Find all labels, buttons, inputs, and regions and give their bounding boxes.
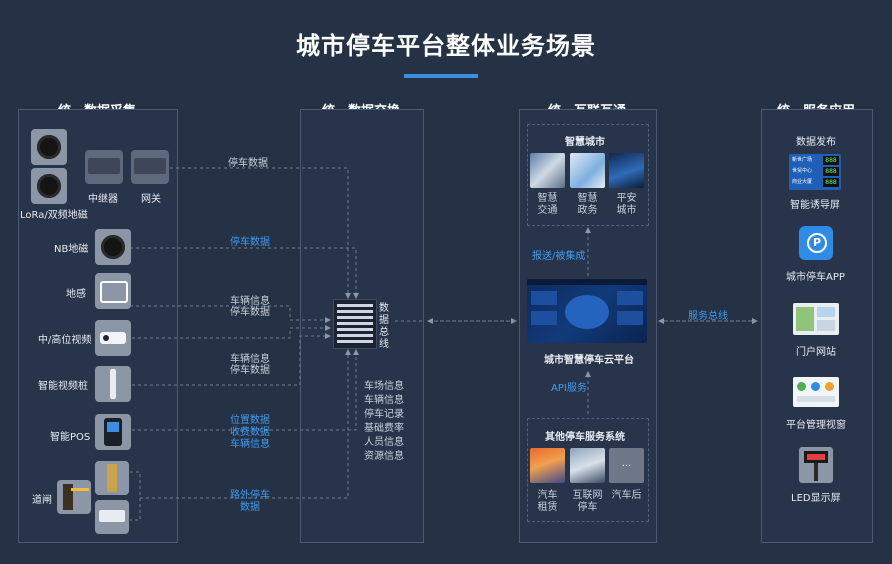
exchange-item: 停车记录 — [364, 409, 404, 420]
management-window-icon — [793, 377, 839, 407]
page-title: 城市停车平台整体业务场景 — [296, 32, 596, 60]
smart-traffic-image — [530, 153, 565, 188]
ground-label: 地感 — [66, 289, 86, 300]
bus-char-2: 据 — [379, 315, 389, 326]
parking-app-label: 城市停车APP — [786, 272, 845, 283]
flow-label-6a: 路外停车 — [230, 490, 270, 501]
smart-city-title: 智慧城市 — [565, 137, 605, 148]
flow-label-4a: 车辆信息 — [230, 354, 270, 365]
pos-label: 智能POS — [50, 432, 91, 443]
other-item-l1: 汽车后 — [611, 490, 642, 501]
smart-city-item-l2: 城市 — [616, 205, 637, 216]
flow-label-6b: 数据 — [240, 502, 260, 513]
parking-app-icon: P — [799, 226, 833, 260]
pos-terminal-icon — [95, 414, 131, 450]
api-label: API服务 — [551, 383, 587, 394]
smart-city-item-l1: 平安 — [616, 193, 637, 204]
led-display-label: LED显示屏 — [791, 493, 841, 504]
exchange-item: 基础费率 — [364, 423, 404, 434]
camera-icon — [95, 320, 131, 356]
exchange-item: 人员信息 — [364, 437, 404, 448]
car-rental-image — [530, 448, 565, 483]
internet-parking-image — [570, 448, 605, 483]
bus-char-1: 数 — [379, 303, 389, 314]
cloud-platform-screen — [527, 279, 647, 343]
portal-website-icon — [793, 303, 839, 335]
guide-screen-icon: 新世广场 888 世贸中心 888 商业大厦 888 — [789, 154, 841, 190]
safe-city-image — [609, 153, 644, 188]
report-label: 报送/被集成 — [532, 251, 586, 262]
more-systems-placeholder: ... — [609, 448, 644, 483]
flow-label-1: 停车数据 — [228, 158, 268, 169]
bus-char-4: 线 — [379, 339, 389, 350]
video-pile-icon — [95, 366, 131, 402]
flow-label-3a: 车辆信息 — [230, 296, 270, 307]
other-systems-box — [527, 418, 649, 522]
gate-label: 道闸 — [32, 495, 52, 506]
exchange-item: 资源信息 — [364, 451, 404, 462]
smart-city-item-l1: 智慧 — [537, 193, 558, 204]
barrier-gate-icon — [57, 480, 91, 514]
flow-label-3b: 停车数据 — [230, 307, 270, 318]
other-item-l2: 停车 — [577, 502, 598, 513]
ground-sensor-icon — [95, 273, 131, 309]
bus-char-3: 总 — [379, 327, 389, 338]
pile-label: 智能视频桩 — [38, 381, 88, 392]
other-item-l2: 租赁 — [537, 502, 558, 513]
portal-website-label: 门户网站 — [796, 347, 836, 358]
nb-magnet-sensor-icon — [95, 229, 131, 265]
exchange-item: 车场信息 — [364, 381, 404, 392]
guide-screen-label: 智能诱导屏 — [790, 200, 840, 211]
smart-city-item-l2: 政务 — [577, 205, 598, 216]
gateway-device-icon — [131, 150, 169, 184]
lora-label: LoRa/双频地磁 — [20, 210, 88, 221]
flow-label-5c: 车辆信息 — [230, 439, 270, 450]
smart-city-item-l2: 交通 — [537, 205, 558, 216]
server-rack-icon — [333, 299, 377, 349]
gate-column-icon — [95, 461, 129, 495]
management-window-label: 平台管理视窗 — [786, 420, 846, 431]
flow-label-5b: 收费数据 — [230, 427, 270, 438]
publish-label: 数据发布 — [796, 137, 836, 148]
flow-label-5a: 位置数据 — [230, 415, 270, 426]
smart-government-image — [570, 153, 605, 188]
nb-label: NB地磁 — [54, 244, 89, 255]
service-bus-label: 服务总线 — [688, 311, 728, 322]
exchange-item: 车辆信息 — [364, 395, 404, 406]
video-label: 中/高位视频 — [38, 335, 92, 346]
lora-magnet-sensor-icon — [31, 129, 67, 165]
flow-label-2: 停车数据 — [230, 237, 270, 248]
relay-device-icon — [85, 150, 123, 184]
dual-band-magnet-sensor-icon — [31, 168, 67, 204]
other-systems-title: 其他停车服务系统 — [545, 432, 625, 443]
gate-camera-icon — [95, 500, 129, 534]
other-item-l1: 汽车 — [537, 490, 558, 501]
gateway-label: 网关 — [141, 194, 161, 205]
relay-label: 中继器 — [88, 194, 118, 205]
other-item-l1: 互联网 — [572, 490, 603, 501]
title-underline — [404, 74, 478, 78]
led-display-icon — [799, 447, 833, 483]
smart-city-item-l1: 智慧 — [577, 193, 598, 204]
smart-city-box — [527, 124, 649, 226]
flow-label-4b: 停车数据 — [230, 365, 270, 376]
cloud-platform-label: 城市智慧停车云平台 — [544, 355, 634, 366]
